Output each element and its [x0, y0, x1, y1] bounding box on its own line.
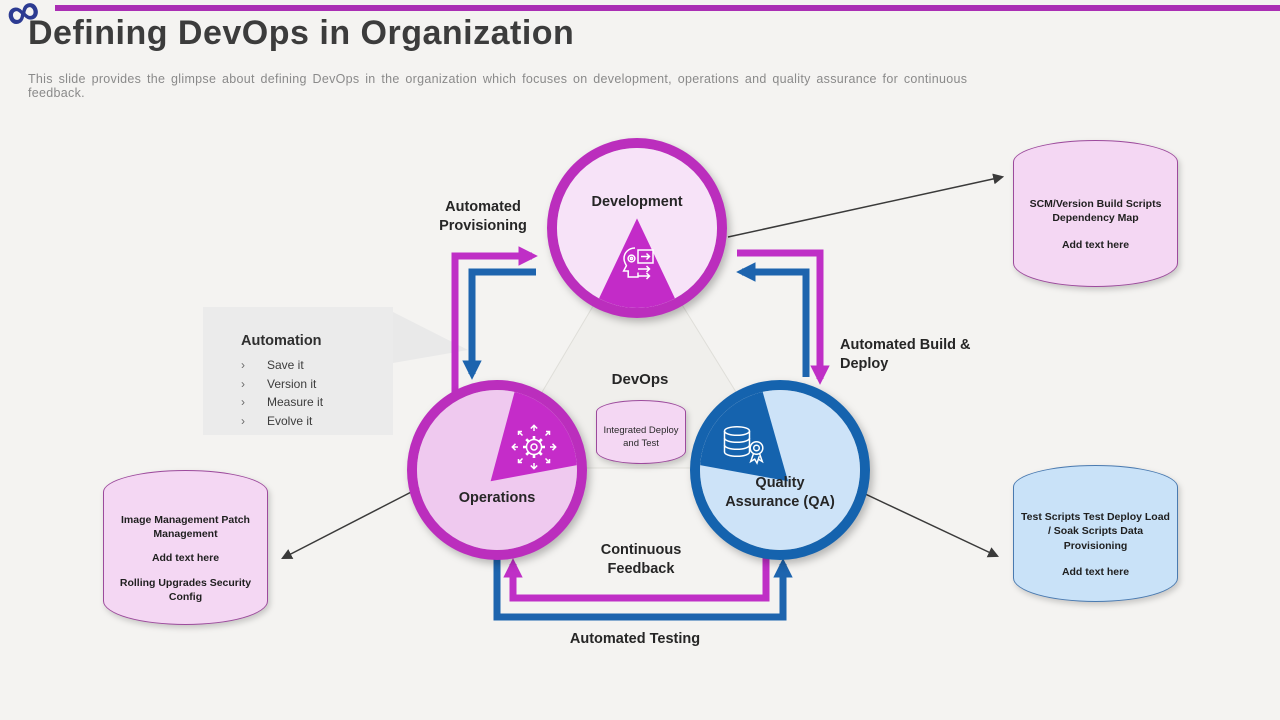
cylinder-text-line: Rolling Upgrades Security Config	[119, 576, 252, 603]
gear-arrows-icon	[511, 424, 557, 470]
automated-testing-label: Automated Testing	[569, 631, 701, 647]
chevron-bullet-icon: ›	[241, 358, 245, 372]
cylinder-text: Image Management Patch Management Add te…	[109, 502, 262, 615]
arrow-dev-to-ops-blue	[462, 268, 536, 380]
integrated-deploy-cylinder: Integrated Deploy and Test	[596, 400, 686, 464]
head-automation-icon	[622, 247, 654, 280]
qa-label-line1: Quality	[755, 475, 805, 491]
qa-circle: Quality Assurance (QA)	[690, 380, 870, 560]
arrow-ops-to-dev-magenta	[451, 246, 538, 393]
qa-wedge	[700, 390, 788, 482]
automated-provisioning-label: Automated Provisioning	[439, 199, 527, 234]
cylinder-text-line: Test Scripts Test Deploy Load / Soak Scr…	[1021, 511, 1170, 552]
qa-label-line2: Assurance (QA)	[725, 493, 835, 510]
development-circle-fill: Development	[557, 148, 717, 308]
image-management-cylinder: Image Management Patch Management Add te…	[103, 470, 268, 625]
cylinder-body	[103, 492, 268, 625]
arrow-dev-to-qa-magenta	[737, 249, 830, 385]
list-item: › Version it	[241, 375, 385, 394]
test-scripts-cylinder: Test Scripts Test Deploy Load / Soak Scr…	[1013, 465, 1178, 602]
callout-pointer	[393, 312, 468, 363]
list-item: › Evolve it	[241, 412, 385, 431]
cylinder-text-line: Add text here	[151, 552, 220, 565]
devops-triangle-shape	[496, 231, 784, 469]
cylinder-body	[596, 412, 686, 464]
list-item: › Save it	[241, 356, 385, 375]
cylinder-text: Test Scripts Test Deploy Load / Soak Scr…	[1019, 497, 1172, 592]
arrow-ops-to-qa-blue	[493, 552, 793, 621]
arrow-qa-to-dev-blue	[736, 262, 810, 377]
scm-cylinder: SCM/Version Build Scripts Dependency Map…	[1013, 140, 1178, 287]
operations-label: Operations	[458, 490, 536, 506]
accent-bar	[55, 5, 1280, 11]
development-label: Development	[591, 194, 683, 210]
automation-item-label: Evolve it	[267, 413, 313, 428]
cylinder-body	[1013, 487, 1178, 602]
continuous-feedback-label: Continuous Feedback	[600, 542, 682, 577]
cylinder-text-line: Integrated Deploy	[603, 425, 679, 437]
cylinder-text: Integrated Deploy and Test	[602, 416, 680, 460]
page-subtitle: This slide provides the glimpse about de…	[28, 72, 968, 100]
cylinder-text-line: Add text here	[1061, 238, 1130, 251]
connector-ops-to-image-cylinder	[281, 486, 422, 560]
automated-build-deploy-label: Automated Build & Deploy	[840, 337, 971, 372]
chevron-bullet-icon: ›	[241, 395, 245, 410]
devops-title: DevOps	[611, 371, 669, 388]
automation-title: Automation	[241, 333, 322, 349]
database-award-icon	[723, 425, 764, 465]
cylinder-body	[1013, 162, 1178, 287]
connector-dev-to-scm-cylinder	[727, 173, 1005, 238]
list-item: › Measure it	[241, 393, 385, 412]
arrow-qa-to-ops-magenta	[503, 552, 770, 602]
qa-circle-fill: Quality Assurance (QA)	[700, 390, 860, 550]
qa-label: Quality Assurance (QA)	[700, 474, 860, 512]
operations-circle-fill: Operations	[417, 390, 577, 550]
cylinder-text-line: SCM/Version Build Scripts Dependency Map	[1029, 198, 1162, 225]
automation-callout: Automation › Save it › Version it › Meas…	[203, 307, 393, 435]
operations-circle: Operations	[407, 380, 587, 560]
development-circle: Development	[547, 138, 727, 318]
cylinder-text: SCM/Version Build Scripts Dependency Map…	[1019, 172, 1172, 277]
cylinder-text-line: Add text here	[1061, 565, 1130, 578]
automation-item-label: Version it	[267, 376, 317, 391]
connector-qa-to-test-cylinder	[860, 491, 999, 558]
cylinder-text-line: and Test	[623, 438, 659, 449]
automation-item-label: Save it	[267, 358, 304, 372]
cylinder-text-line: Image Management Patch Management	[121, 514, 250, 541]
page-title: Defining DevOps in Organization	[28, 14, 575, 52]
chevron-bullet-icon: ›	[241, 376, 245, 391]
automation-item-label: Measure it	[267, 395, 324, 410]
chevron-bullet-icon: ›	[241, 413, 245, 428]
